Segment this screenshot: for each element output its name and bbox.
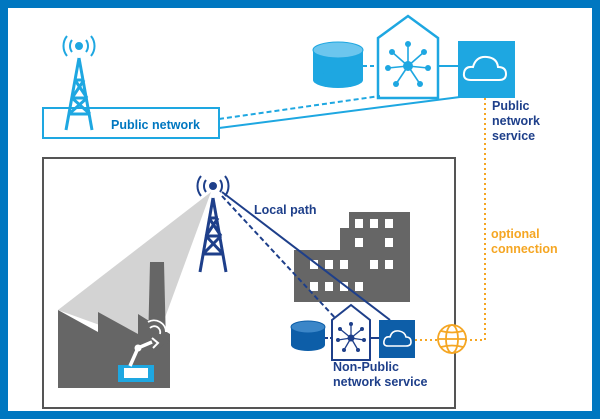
- office-building-icon: [294, 212, 410, 302]
- globe-icon: [437, 324, 467, 354]
- public-cloud-icon: [458, 41, 515, 98]
- public-dashed-path: [218, 95, 381, 120]
- local-cloud-icon: [379, 320, 415, 358]
- local-tower-icon: [196, 175, 230, 273]
- robot-arm-icon: [118, 319, 171, 382]
- public-database-icon: [312, 41, 364, 88]
- public-solid-path: [218, 96, 461, 129]
- non-public-network-service-label: Non-Public network service: [333, 360, 428, 389]
- public-network-label: Public network: [111, 118, 200, 132]
- public-network-service-label: Public network service: [492, 99, 540, 143]
- public-hub-icon: [376, 14, 440, 100]
- local-path-label: Local path: [254, 203, 317, 217]
- local-hub-icon: [331, 303, 371, 361]
- optional-connection-line: [455, 98, 486, 341]
- local-dashed-path: [221, 195, 338, 321]
- coverage-beam: [58, 192, 211, 345]
- local-database-icon: [290, 320, 326, 351]
- public-tower-icon: [62, 35, 96, 131]
- optional-connection-label: optional connection: [491, 227, 558, 256]
- public-network-box: [42, 107, 220, 139]
- local-solid-path: [221, 191, 391, 321]
